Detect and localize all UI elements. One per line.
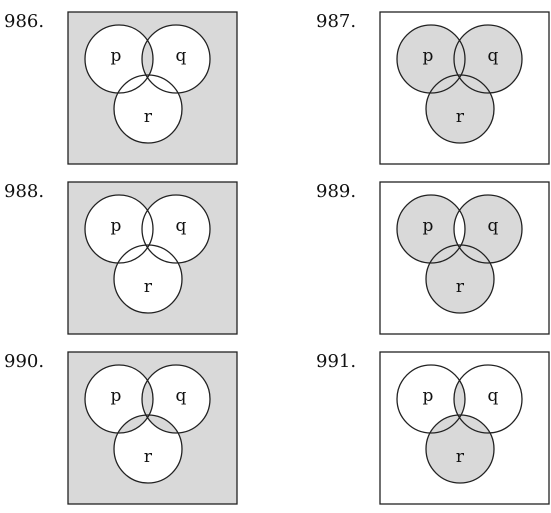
- venn-panel-1: 986. p q r: [4, 11, 238, 165]
- set-label-r: r: [456, 107, 465, 127]
- universe-border: [67, 11, 238, 165]
- set-label-r: r: [456, 277, 465, 297]
- set-circle-r: [113, 244, 183, 314]
- set-label-p: p: [111, 216, 122, 236]
- set-label-q: q: [488, 46, 499, 66]
- set-circle-p: [84, 24, 154, 94]
- shaded-regions: [397, 25, 522, 143]
- exercise-number: 987.: [316, 11, 356, 32]
- set-label-p: p: [423, 46, 434, 66]
- universe-border: [67, 181, 238, 335]
- set-label-q: q: [488, 386, 499, 406]
- set-label-q: q: [176, 386, 187, 406]
- shaded-region-q: [454, 25, 522, 93]
- shaded-region-outside: [68, 352, 237, 504]
- set-circle-r: [425, 244, 495, 314]
- set-circle-p: [396, 24, 466, 94]
- shaded-region-r: [426, 245, 494, 313]
- set-circle-r: [425, 414, 495, 484]
- venn-panel-4: 989. p q r: [316, 181, 550, 335]
- exercise-number: 989.: [316, 181, 356, 202]
- shaded-regions: [426, 365, 494, 483]
- set-label-p: p: [423, 386, 434, 406]
- set-circle-p: [84, 364, 154, 434]
- set-label-q: q: [176, 216, 187, 236]
- set-label-r: r: [144, 277, 153, 297]
- set-label-p: p: [423, 216, 434, 236]
- set-circle-q: [141, 24, 211, 94]
- exercise-number: 991.: [316, 351, 356, 372]
- set-label-r: r: [144, 107, 153, 127]
- shaded-regions: [397, 195, 522, 313]
- exercise-number: 986.: [4, 11, 44, 32]
- set-circle-q: [141, 364, 211, 434]
- set-circle-p: [84, 194, 154, 264]
- set-circle-q: [453, 194, 523, 264]
- universe-border: [379, 11, 550, 165]
- shaded-region-r: [426, 75, 494, 143]
- shaded-regions: [68, 182, 237, 334]
- shaded-region-q: [454, 195, 522, 263]
- set-circle-p: [396, 194, 466, 264]
- shaded-region-p: [397, 195, 465, 263]
- set-circle-r: [113, 414, 183, 484]
- shaded-regions: [68, 12, 237, 164]
- shaded-region-outside: [68, 182, 237, 334]
- set-label-p: p: [111, 386, 122, 406]
- universe-border: [379, 181, 550, 335]
- shaded-region-p: [397, 25, 465, 93]
- set-circle-q: [453, 364, 523, 434]
- shaded-region-r: [426, 415, 494, 483]
- venn-panel-3: 988. p q r: [4, 181, 238, 335]
- set-circle-r: [425, 74, 495, 144]
- set-circle-q: [453, 24, 523, 94]
- set-circle-q: [141, 194, 211, 264]
- universe-border: [379, 351, 550, 505]
- set-label-q: q: [488, 216, 499, 236]
- venn-panel-2: 987. p q r: [316, 11, 550, 165]
- set-label-r: r: [144, 447, 153, 467]
- set-label-q: q: [176, 46, 187, 66]
- set-circle-r: [113, 74, 183, 144]
- exercise-number: 990.: [4, 351, 44, 372]
- set-label-r: r: [456, 447, 465, 467]
- venn-panel-6: 991. p q r: [316, 351, 550, 505]
- set-circle-p: [396, 364, 466, 434]
- universe-border: [67, 351, 238, 505]
- venn-panel-5: 990. p q r: [4, 351, 238, 505]
- shaded-regions: [68, 352, 237, 504]
- exercise-number: 988.: [4, 181, 44, 202]
- set-label-p: p: [111, 46, 122, 66]
- shaded-region-outside: [68, 12, 237, 164]
